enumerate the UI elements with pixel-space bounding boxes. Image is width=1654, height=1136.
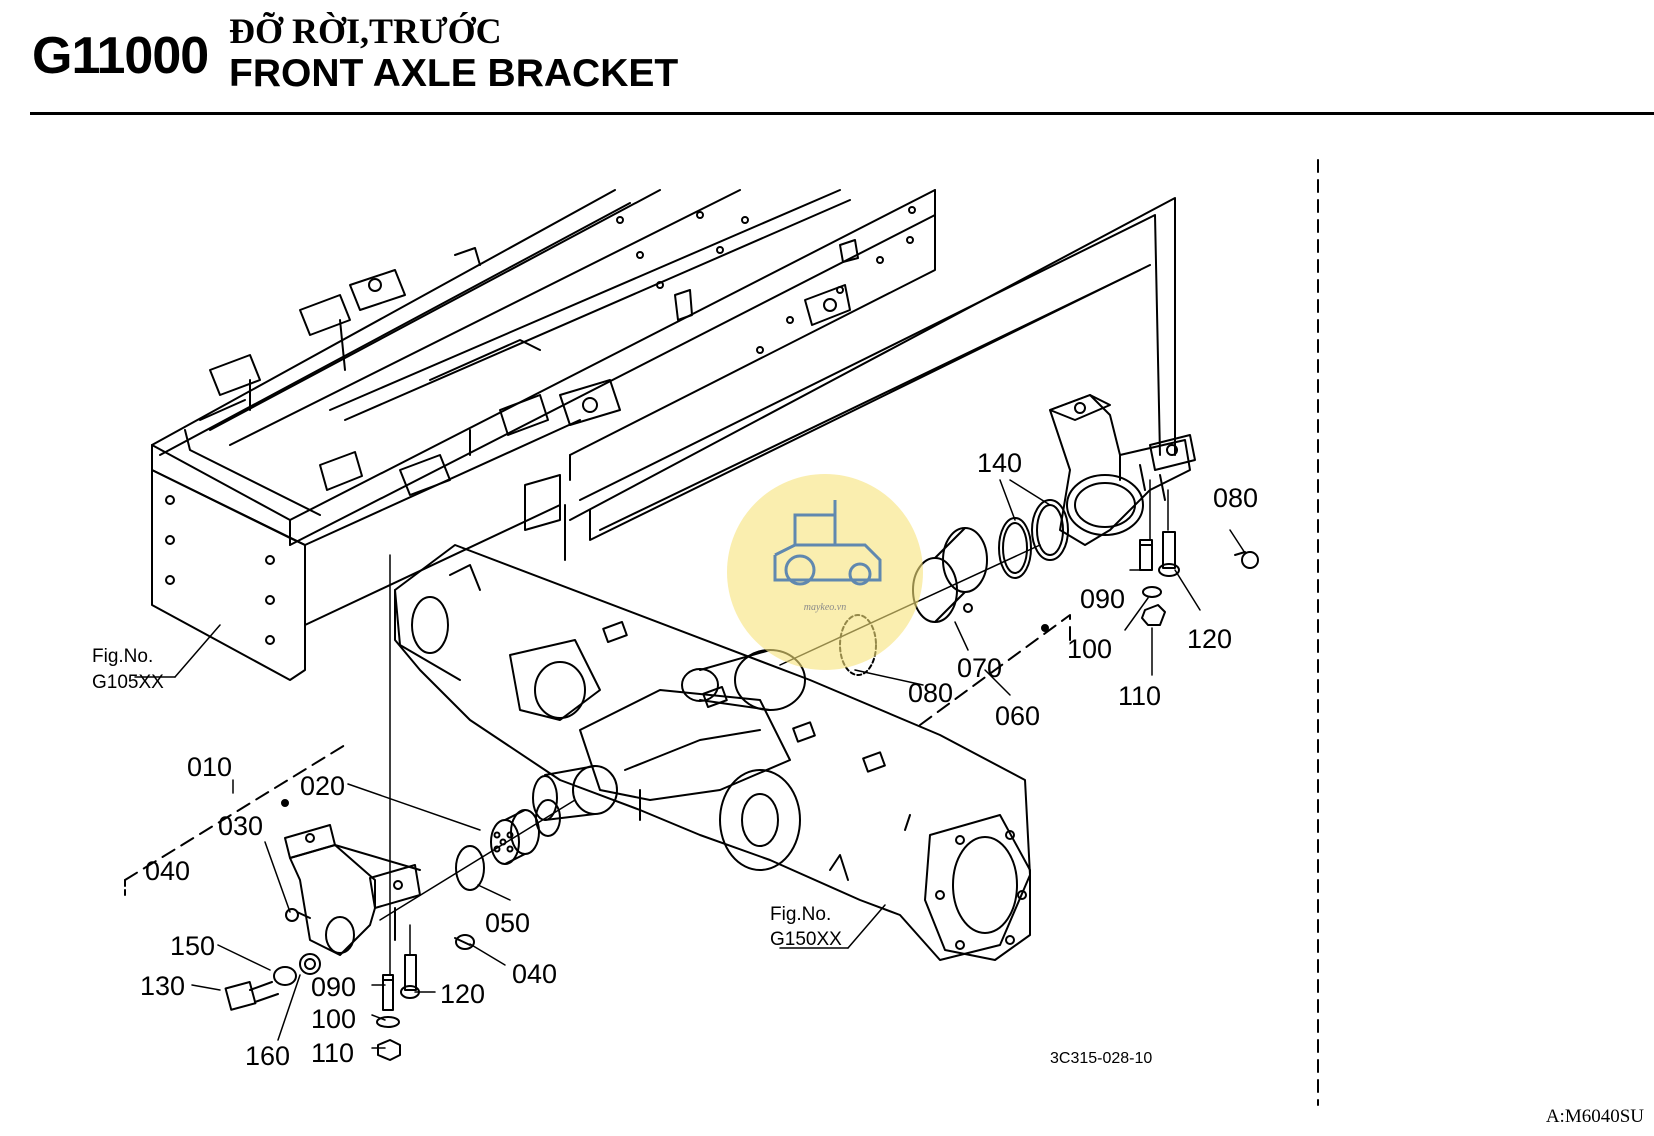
callout-070: 070 xyxy=(957,653,1002,683)
rear-bracket-assembly xyxy=(1049,394,1196,546)
fig-ref-code: G105XX xyxy=(92,672,164,693)
callout-060: 060 xyxy=(995,701,1040,731)
fig-ref-prefix: Fig.No. xyxy=(92,646,153,667)
callout-100-front: 100 xyxy=(311,1004,356,1034)
page-code: G11000 xyxy=(32,27,209,85)
header-divider xyxy=(30,112,1654,115)
o-ring-front xyxy=(535,799,561,837)
callout-030: 030 xyxy=(218,811,263,841)
fig-ref-prefix: Fig.No. xyxy=(770,904,831,925)
callout-140: 140 xyxy=(977,448,1022,478)
tractor-logo-icon xyxy=(773,500,882,586)
callout-130: 130 xyxy=(140,971,185,1001)
figure-reference-g105: Fig.No. G105XX xyxy=(92,646,164,693)
callout-040-nipple: 040 xyxy=(512,959,557,989)
assembly-axis-front xyxy=(379,799,576,921)
page-header: G11000 ĐỠ RỜI,TRƯỚC FRONT AXLE BRACKET xyxy=(0,0,1654,120)
axle-frame-outline xyxy=(564,197,1176,561)
rear-hardware-set xyxy=(1139,479,1259,626)
callout-120-rear: 120 xyxy=(1187,624,1232,654)
callout-020: 020 xyxy=(300,771,345,801)
callout-leaders xyxy=(134,479,1246,1049)
callout-080-grease: 080 xyxy=(1213,483,1258,513)
catalog-code: A:M6040SU xyxy=(1545,1106,1644,1127)
thrust-collars-140 xyxy=(998,499,1069,579)
title-english: FRONT AXLE BRACKET xyxy=(229,52,679,95)
callout-040-group: 040 xyxy=(145,856,190,886)
group-bracket-010 xyxy=(124,744,346,881)
watermark-text: maykeo.vn xyxy=(804,602,846,613)
front-bracket-assembly xyxy=(284,824,421,956)
cap-050 xyxy=(455,845,485,891)
fig-ref-code: G150XX xyxy=(770,929,842,950)
callout-110-front: 110 xyxy=(311,1038,354,1068)
callout-160: 160 xyxy=(245,1041,290,1071)
figure-reference-g150: Fig.No. G150XX xyxy=(770,904,842,950)
callout-110-rear: 110 xyxy=(1118,681,1161,711)
callout-080-oring: 080 xyxy=(908,678,953,708)
group-bracket-060 xyxy=(919,614,1071,726)
front-hardware-set xyxy=(224,554,475,1061)
watermark-logo: maykeo.vn xyxy=(727,474,923,670)
title-vietnamese: ĐỠ RỜI,TRƯỚC xyxy=(229,11,502,51)
callout-120-front: 120 xyxy=(440,979,485,1009)
callout-090-front: 090 xyxy=(311,972,356,1002)
callout-090-rear: 090 xyxy=(1080,584,1125,614)
drawing-number: 3C315-028-10 xyxy=(1050,1050,1152,1067)
callout-100-rear: 100 xyxy=(1067,634,1112,664)
callout-150: 150 xyxy=(170,931,215,961)
callout-labels: 010 020 030 040 040 050 060 070 080 080 … xyxy=(140,448,1258,1071)
callout-010: 010 xyxy=(187,752,232,782)
frame-rail-assembly xyxy=(151,189,936,681)
callout-050: 050 xyxy=(485,908,530,938)
front-axle-housing xyxy=(394,544,1031,961)
